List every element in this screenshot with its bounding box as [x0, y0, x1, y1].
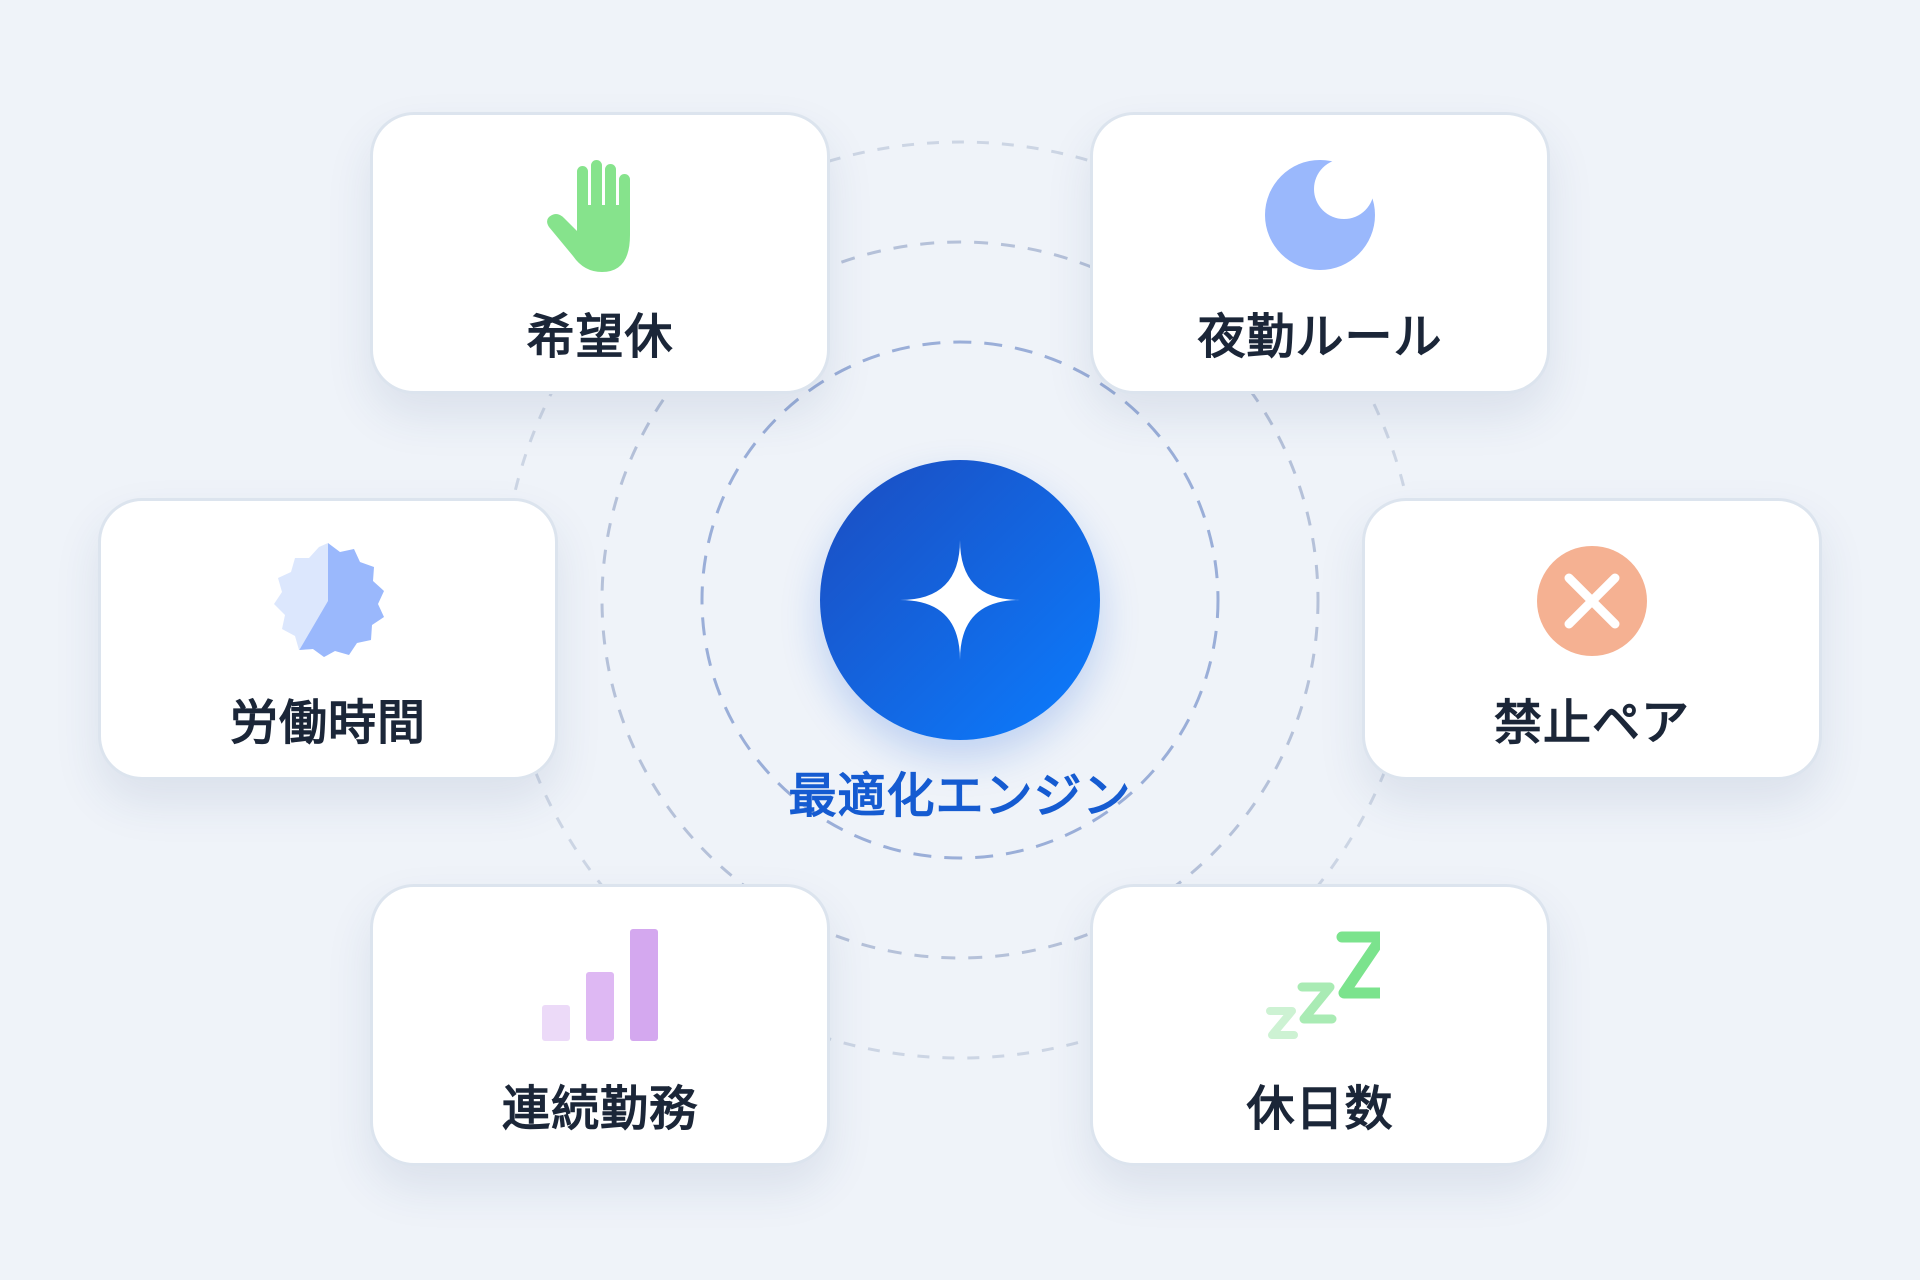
optimization-engine-label: 最適化エンジン — [788, 768, 1132, 824]
clock-badge-icon — [268, 541, 388, 661]
constraint-label: 休日数 — [1246, 1081, 1394, 1137]
optimization-engine-circle — [820, 460, 1100, 740]
constraint-label: 希望休 — [526, 309, 674, 365]
constraint-label: 労働時間 — [229, 695, 426, 751]
constraint-label: 連続勤務 — [501, 1081, 698, 1137]
zzz-sleep-icon — [1260, 927, 1380, 1047]
sparkle-icon — [900, 540, 1020, 660]
constraint-card-consecutive-shifts: 連続勤務 — [370, 884, 830, 1166]
constraint-card-night-shift-rules: 夜勤ルール — [1090, 112, 1550, 394]
constraint-card-forbidden-pairs: 禁止ペア — [1362, 498, 1822, 780]
constraint-card-hope-leave: 希望休 — [370, 112, 830, 394]
constraint-label: 禁止ペア — [1493, 695, 1690, 751]
constraint-label: 夜勤ルール — [1197, 309, 1443, 365]
raised-hand-icon — [540, 155, 660, 275]
crescent-moon-icon — [1260, 155, 1380, 275]
bar-chart-icon — [540, 927, 660, 1047]
constraint-card-working-hours: 労働時間 — [98, 498, 558, 780]
constraint-card-holiday-count: 休日数 — [1090, 884, 1550, 1166]
close-circle-icon — [1532, 541, 1652, 661]
middle-orbit-ring — [600, 240, 1320, 960]
inner-orbit-ring — [700, 340, 1220, 860]
